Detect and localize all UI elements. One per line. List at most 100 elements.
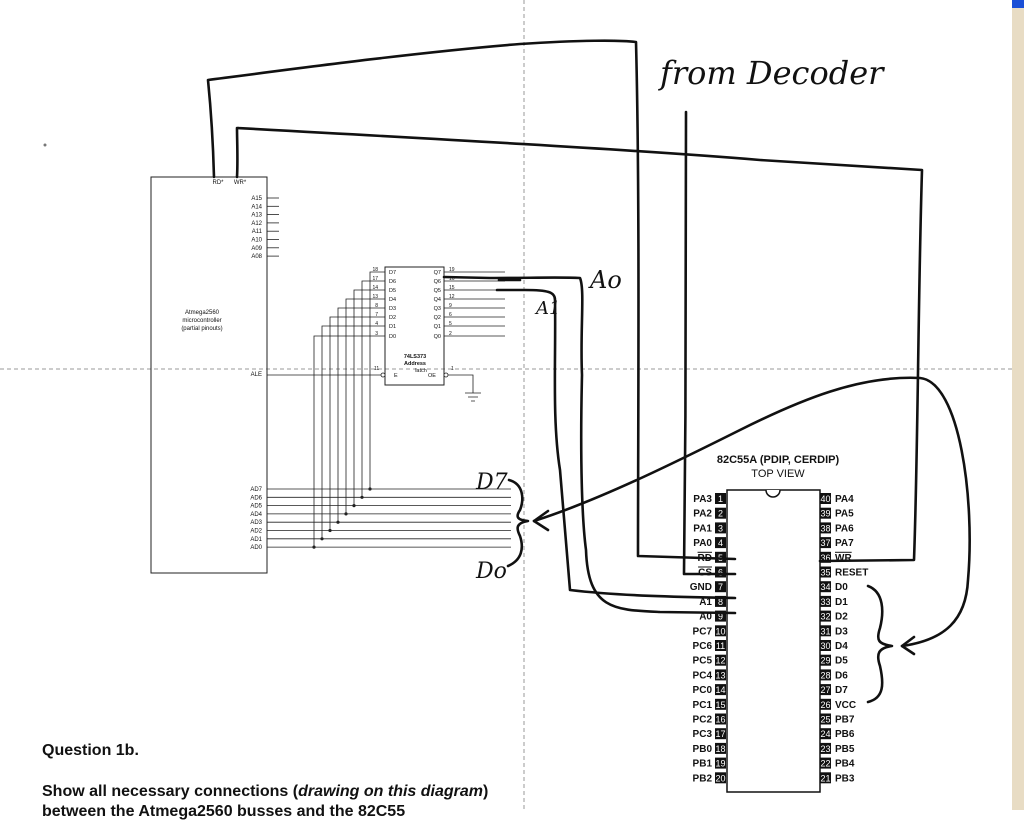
ppi-right-pin-box [820, 566, 831, 578]
latch-q-label: Q1 [434, 324, 441, 330]
mcu-ad-pin-label: AD3 [250, 520, 262, 526]
ppi-right-pin-box [820, 640, 831, 651]
latch-d-label: D2 [389, 315, 396, 321]
latch-d-pin: 14 [372, 285, 378, 291]
ppi-right-pin-number: 39 [820, 509, 830, 519]
latch-q-label: Q2 [434, 315, 441, 321]
ppi-left-pin-number: 7 [718, 582, 723, 592]
ppi-right-pin-box [820, 625, 831, 637]
latch-e-bubble [380, 372, 386, 378]
ppi-left-pin-box [715, 698, 726, 710]
ppi-right-pin-box [820, 537, 831, 549]
latch-name-3: latch [415, 368, 427, 374]
ppi-right-pin-number: 37 [820, 538, 830, 548]
ppi-left-pin-box [715, 507, 726, 519]
ppi-right-pin-label: D5 [835, 656, 848, 667]
ppi-right-pin-number: 25 [820, 715, 830, 725]
corner-mark [1012, 0, 1024, 8]
latch-d-label: D5 [389, 288, 396, 294]
bus-junction [336, 520, 340, 524]
ppi-left-pin-box [715, 728, 726, 740]
ppi-left-pin-box [715, 493, 726, 504]
latch-d-label: D4 [389, 297, 396, 303]
ppi-left-pin-box [715, 757, 726, 769]
guide-lines [0, 0, 1012, 810]
latch-oe-label: OE [428, 373, 436, 379]
ppi-left-pin-label: GND [690, 582, 712, 593]
ppi-right-pin-label: PB5 [835, 744, 855, 755]
ppi-left-pin-box [715, 566, 726, 578]
mcu-ad-pin-label: AD6 [250, 495, 262, 501]
ppi-notch [765, 489, 781, 498]
latch-q-pin: 9 [449, 303, 452, 309]
ppi-left-pin-number: 17 [715, 729, 725, 739]
ppi-left-pin-label: PB2 [693, 773, 713, 784]
ppi-left-pin-label: PA2 [693, 509, 712, 520]
question-body-post: ) [483, 783, 489, 800]
latch-q-label: Q5 [434, 288, 441, 294]
ppi-left-pin-number: 4 [718, 538, 723, 548]
a1-label: A1 [534, 298, 560, 319]
ppi-right-pin-box [820, 581, 831, 593]
ppi-left-pin-label: PC3 [693, 729, 713, 740]
ppi-left-pin-label: A0 [699, 612, 712, 623]
latch-d-wire [313, 335, 385, 548]
mcu-addr-pin-label: A14 [251, 204, 262, 210]
ppi-left-pin-box [715, 595, 726, 607]
ppi-right-pin-box [820, 551, 831, 563]
mcu-data-brace [506, 478, 530, 568]
ppi-left-pin-box [715, 640, 726, 651]
mcu-addr-pin-label: A09 [251, 246, 262, 252]
ppi-right-pin-number: 23 [820, 744, 830, 754]
bus-junction [328, 528, 332, 533]
latch-d-label: D1 [389, 324, 396, 330]
ppi-left-pin-label: PB0 [693, 744, 713, 755]
ppi-right-pin-number: 26 [820, 700, 830, 710]
ppi-right-pin-box [820, 728, 831, 740]
ppi-right-pin-number: 28 [820, 670, 830, 680]
mcu-ad-pin-label: AD7 [250, 487, 262, 493]
ppi-right-pin-number: 38 [820, 523, 830, 533]
ppi-left-pin-number: 8 [718, 597, 723, 607]
ppi-left-pin-number: 11 [716, 641, 725, 651]
ppi-left-pin-box [715, 654, 726, 666]
ppi-left-pin-number: 19 [715, 759, 725, 769]
mcu-wr-label: WR* [234, 180, 247, 186]
ppi-data-brace [866, 584, 894, 704]
d0-label: Do [475, 559, 507, 584]
ppi-right-pin-label: D7 [835, 685, 848, 696]
latch-e-label: E [394, 373, 398, 379]
question-body: Show all necessary connections (drawing … [42, 782, 512, 822]
ppi-left-pin-number: 9 [718, 612, 723, 622]
ppi-left-pin-number: 1 [718, 494, 723, 504]
ppi-right-pin-number: 40 [820, 494, 830, 504]
ppi-right-pin-number: 33 [820, 597, 830, 607]
latch-q-pin: 16 [449, 276, 455, 282]
bus-junction [352, 504, 356, 508]
ad-bus-wires [267, 271, 511, 549]
ppi-left-pin-number: 15 [715, 700, 725, 710]
ppi-body [726, 489, 821, 793]
ppi-right-pin-number: 36 [820, 553, 830, 563]
ppi-chip: 82C55A (PDIP, CERDIP) TOP VIEW 1PA32PA23… [690, 454, 868, 793]
a0-wire [442, 275, 737, 615]
ppi-right-pin-label: PB7 [835, 715, 855, 726]
ppi-right-pin-number: 27 [820, 685, 830, 695]
ppi-right-pin-box [820, 610, 831, 622]
mcu-addr-pin-label: A08 [251, 254, 262, 260]
latch-q-label: Q3 [434, 306, 441, 312]
ppi-left-pin-box [715, 522, 726, 534]
ppi-right-pin-box [820, 698, 831, 710]
ppi-right-pin-box [820, 684, 831, 696]
printed-wiring [267, 271, 511, 549]
latch-q-pin: 12 [449, 294, 455, 300]
mcu-addr-pin-label: A11 [252, 229, 263, 235]
ppi-right-pin-label: PB4 [835, 759, 855, 770]
ppi-left-pin-number: 13 [715, 670, 725, 680]
oe-ground-wire [448, 374, 474, 393]
ppi-right-pin-label: D1 [835, 597, 848, 608]
question-body-emphasis: drawing on this diagram [298, 783, 483, 800]
latch-q-label: Q6 [434, 279, 441, 285]
